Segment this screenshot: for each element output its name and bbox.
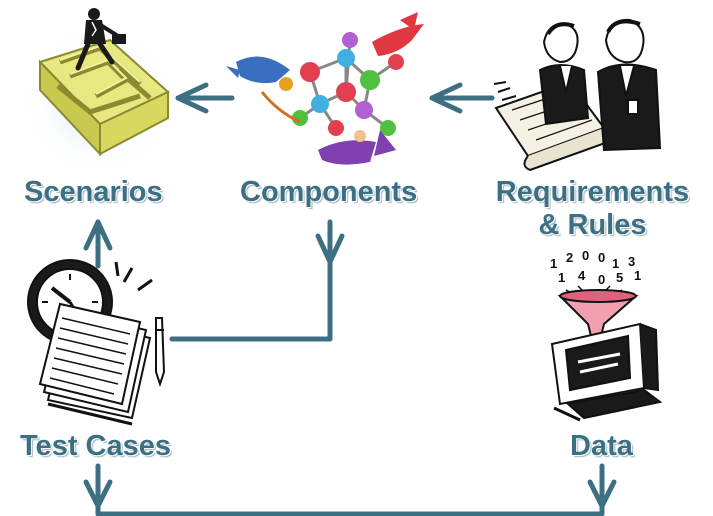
- svg-text:0: 0: [582, 248, 589, 263]
- data-label: Data: [570, 430, 633, 462]
- requirements-label: Requirements & Rules: [485, 176, 700, 243]
- arrow-testcases-to-components: [169, 219, 345, 342]
- svg-text:0: 0: [598, 250, 605, 265]
- molecule-icon: [226, 12, 424, 165]
- arrow-components-to-scenarios: [175, 82, 235, 114]
- test-cases-label: Test Cases: [20, 430, 171, 462]
- svg-text:1: 1: [550, 256, 557, 271]
- svg-text:2: 2: [566, 250, 573, 265]
- connectors: [83, 82, 617, 516]
- svg-text:3: 3: [628, 254, 635, 269]
- arrow-testcases-to-data: [83, 463, 617, 516]
- svg-text:1: 1: [558, 270, 565, 285]
- requirements-label-line1: Requirements: [495, 176, 690, 208]
- arrow-testcases-to-scenarios: [83, 219, 113, 269]
- businessmen-document-icon: [493, 18, 662, 172]
- scenarios-label: Scenarios: [24, 176, 163, 208]
- requirements-label-line2: & Rules: [538, 209, 647, 242]
- computer-funnel-icon: 1 2 0 0 1 3 1 4 0 5 1: [550, 248, 663, 422]
- svg-text:4: 4: [578, 268, 586, 283]
- components-label: Components: [240, 176, 418, 208]
- svg-text:0: 0: [598, 272, 605, 287]
- svg-text:1: 1: [634, 268, 641, 283]
- svg-text:5: 5: [616, 270, 623, 285]
- svg-text:1: 1: [612, 256, 619, 271]
- clock-papers-icon: [27, 259, 166, 426]
- arrow-requirements-to-components: [429, 82, 495, 114]
- maze-businessman-icon: [20, 8, 176, 178]
